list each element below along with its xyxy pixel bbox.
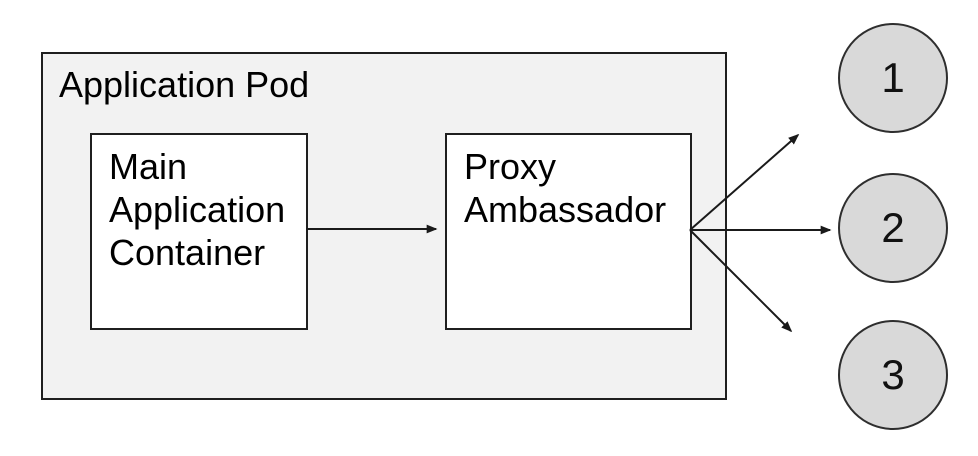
endpoint-node-3: 3 bbox=[838, 320, 948, 430]
endpoint-2-label: 2 bbox=[881, 204, 905, 251]
node-proxy-ambassador: Proxy Ambassador bbox=[445, 133, 692, 330]
endpoint-node-2: 2 bbox=[838, 173, 948, 283]
node-main-application-container: Main Application Container bbox=[90, 133, 308, 330]
endpoint-3-label: 3 bbox=[881, 351, 905, 398]
application-pod-label: Application Pod bbox=[59, 64, 310, 105]
endpoint-1-label: 1 bbox=[881, 54, 905, 101]
node-main-label: Main Application Container bbox=[109, 146, 286, 274]
application-pod-group: Application Pod Main Application Contain… bbox=[41, 52, 727, 400]
endpoint-node-1: 1 bbox=[838, 23, 948, 133]
node-proxy-label: Proxy Ambassador bbox=[464, 146, 667, 231]
